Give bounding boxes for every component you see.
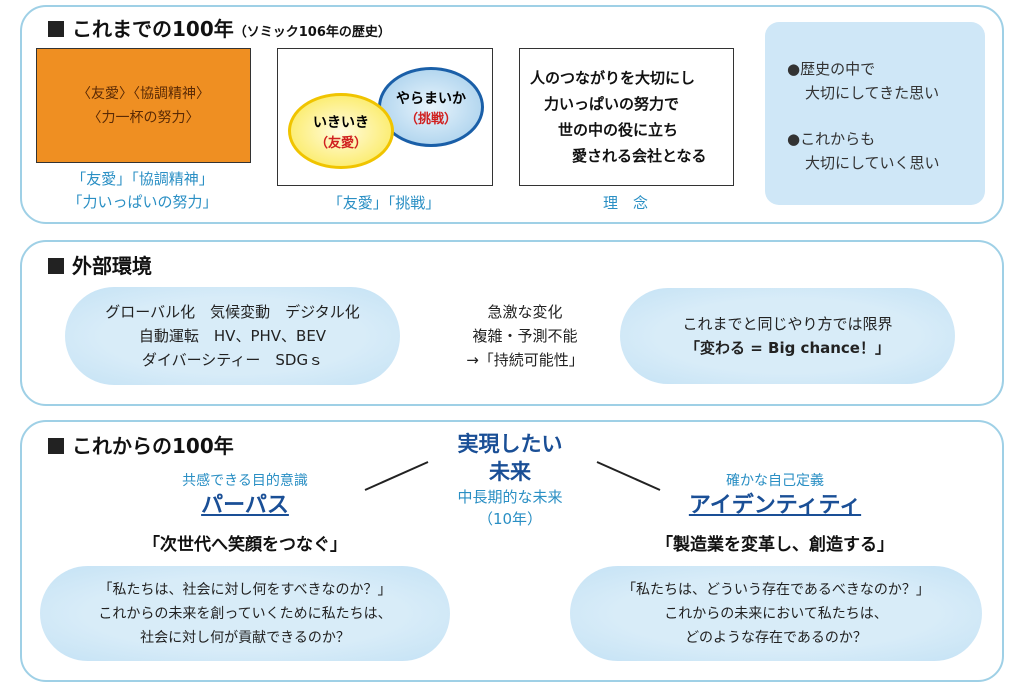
philosophy-line: 人のつながりを大切にし [530,69,696,87]
identity-question-pill: 「私たちは、どういう存在であるべきなのか？」 これからの未来において私たちは、 … [570,566,982,661]
venn-left-sub: （友愛） [314,135,367,151]
factor-line: グローバル化 気候変動 デジタル化 [105,303,360,321]
desired-line2: 未来 [489,460,531,484]
venn-right-title: やらまいか [396,90,466,107]
purpose-question-line: これからの未来を創っていくために私たちは、 [98,605,392,622]
purpose-question-pill: 「私たちは、社会に対し何をすべきなのか？」 これからの未来を創っていくために私た… [40,566,450,661]
notes-box: ●歴史の中で 大切にしてきた思い ●これからも 大切にしていく思い [765,22,985,205]
identity-slogan: 「製造業を変革し、創造する」 [656,535,894,555]
venn-left-circle: いきいき （友愛） [288,93,394,169]
desired-line4: （10年） [477,510,543,528]
change-line: →「持続可能性」 [466,351,584,369]
note-1b: 大切にしてきた思い [805,84,940,102]
change-line: 複雑・予測不能 [472,327,578,345]
desired-line1: 実現したい [457,432,563,456]
identity-block: 確かな自己定義 アイデンティティ 「製造業を変革し、創造する」 [625,470,925,555]
desired-future: 実現したい 未来 中長期的な未来 （10年） [410,430,610,530]
big-chance-text: 「変わる = Big chance！」 [685,339,890,357]
venn-box: やらまいか （挑戦） いきいき （友愛） [277,48,493,186]
identity-question-line: これからの未来において私たちは、 [664,605,888,622]
note-1a: ●歴史の中で [787,60,876,78]
purpose-block: 共感できる目的意識 パーパス 「次世代へ笑顔をつなぐ」 [95,470,395,555]
desired-line3: 中長期的な未来 [457,488,563,506]
identity-title: アイデンティティ [688,493,862,518]
square-bullet-icon [48,21,64,37]
philosophy-box: 人のつながりを大切にし 力いっぱいの努力で 世の中の役に立ち 愛される会社となる [519,48,734,186]
identity-question-line: どのような存在であるのか？ [685,629,867,646]
philosophy-line: 力いっぱいの努力で [544,95,680,113]
philosophy-line: 世の中の役に立ち [558,121,679,139]
philosophy-line: 愛される会社となる [572,147,707,165]
orange-caption: 「友愛」「協調精神」 「力いっぱいの努力」 [36,168,249,214]
future-title: これからの100年 [72,434,234,458]
purpose-question-line: 「私たちは、社会に対し何をすべきなのか？」 [98,581,392,598]
factor-line: 自動運転 HV、PHV、BEV [138,327,327,345]
past-heading: これまでの100年（ソミック106年の歴史） [48,13,391,42]
purpose-question-line: 社会に対し何が貢献できるのか？ [140,629,350,646]
change-pill: これまでと同じやり方では限界 「変わる = Big chance！」 [620,288,955,384]
change-line: 急激な変化 [487,303,563,321]
connector-right [596,461,661,491]
philosophy-caption: 理 念 [602,194,648,212]
factor-line: ダイバーシティー SDGｓ [141,351,324,369]
purpose-subtitle: 共感できる目的意識 [182,473,308,489]
venn-caption: 「友愛」「挑戦」 [327,194,441,212]
past-subtitle: （ソミック106年の歴史） [233,25,391,40]
identity-question-line: 「私たちは、どういう存在であるべきなのか？」 [622,581,930,598]
change-text: 急激な変化 複雑・予測不能 →「持続可能性」 [425,300,625,372]
square-bullet-icon [48,258,64,274]
orange-line-1: 〈友愛〉〈協調精神〉 [77,85,210,102]
square-bullet-icon [48,438,64,454]
past-title: これまでの100年 [72,17,234,41]
note-2b: 大切にしていく思い [805,154,940,172]
external-title: 外部環境 [72,254,152,278]
note-2a: ●これからも [787,130,876,148]
external-factors-pill: グローバル化 気候変動 デジタル化 自動運転 HV、PHV、BEV ダイバーシテ… [65,287,400,385]
purpose-slogan: 「次世代へ笑顔をつなぐ」 [143,535,347,555]
future-heading: これからの100年 [48,430,234,459]
venn-right-sub: （挑戦） [404,111,457,127]
connector-left [364,461,429,491]
external-heading: 外部環境 [48,250,152,279]
orange-values-box: 〈友愛〉〈協調精神〉 〈力一杯の努力〉 [36,48,251,163]
purpose-title: パーパス [201,493,289,518]
venn-left-title: いきいき [313,114,369,131]
orange-caption-1: 「友愛」「協調精神」 [71,170,214,188]
limit-text: これまでと同じやり方では限界 [682,315,893,333]
orange-line-2: 〈力一杯の努力〉 [87,109,200,126]
identity-subtitle: 確かな自己定義 [726,473,824,489]
orange-caption-2: 「力いっぱいの努力」 [67,193,218,211]
